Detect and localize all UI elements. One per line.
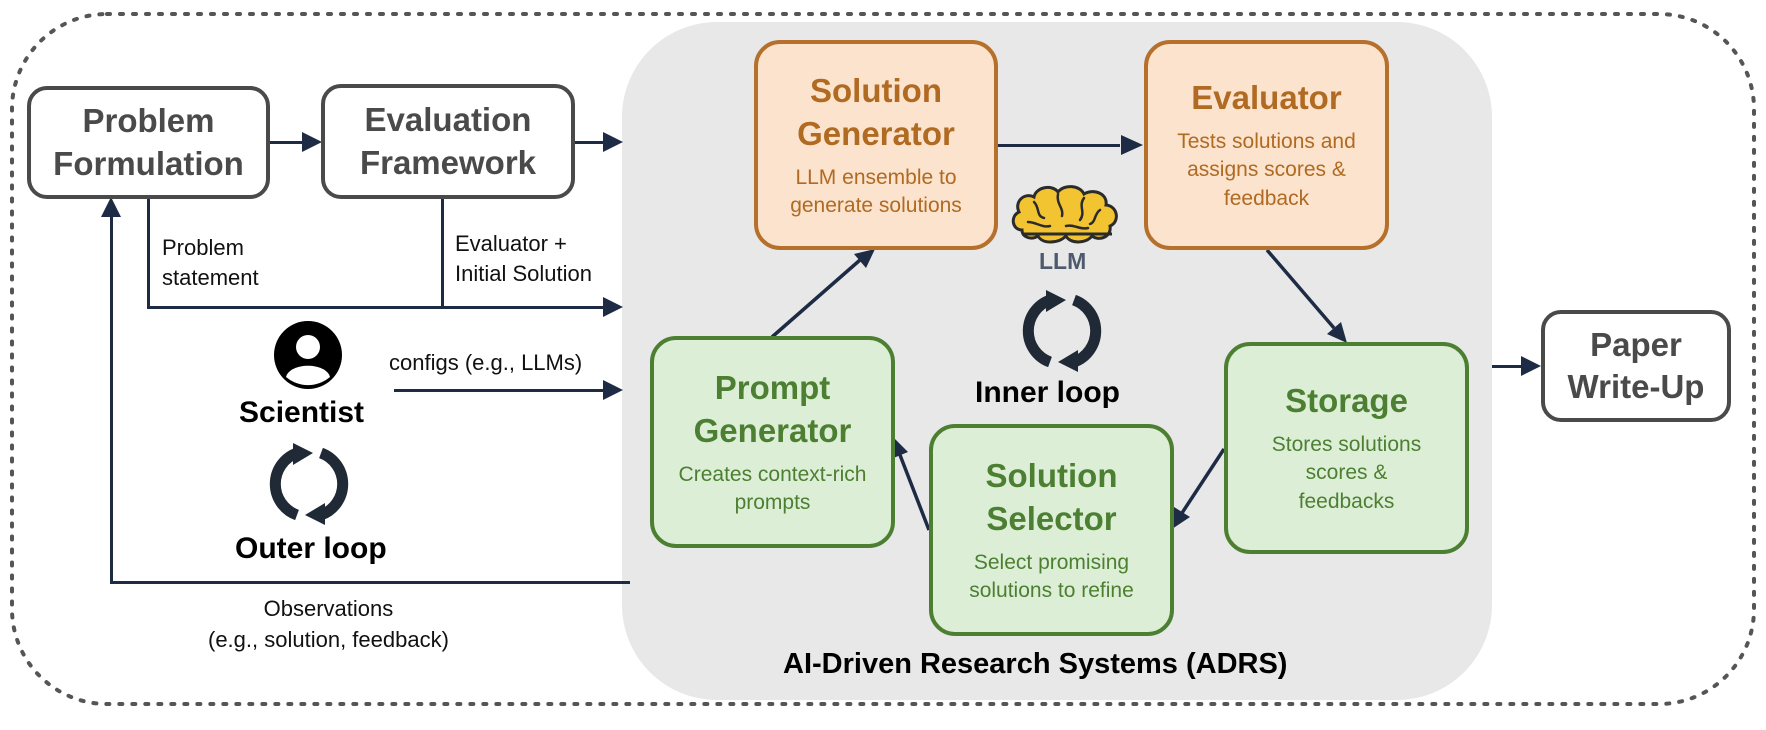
arrow-configs xyxy=(394,389,612,392)
outer-dotted-frame xyxy=(10,12,1756,706)
arrowhead-problem-to-eval xyxy=(302,132,322,152)
arrow-evaluator-to-storage xyxy=(1265,248,1336,330)
arrowhead-solgen-to-evaluator xyxy=(1121,135,1143,155)
observations-label: Observations (e.g., solution, feedback) xyxy=(208,596,449,652)
solution-selector-title: Solution Selector xyxy=(985,456,1118,537)
arrow-observations-up xyxy=(110,210,113,584)
arrow-solgen-to-evaluator xyxy=(998,144,1120,147)
storage-title: Storage xyxy=(1285,382,1408,420)
arrow-selector-to-prompt xyxy=(898,454,931,531)
solution-selector-desc: Select promising solutions to refine xyxy=(969,550,1134,602)
solution-generator-desc: LLM ensemble to generate solutions xyxy=(790,165,962,217)
evaluator-box: Evaluator Tests solutions and assigns sc… xyxy=(1144,40,1389,250)
line-inputs-to-adrs xyxy=(147,306,612,309)
arrowhead-adrs-to-paper xyxy=(1521,356,1541,376)
arrowhead-evaluator-to-storage xyxy=(1327,322,1347,343)
storage-box: Storage Stores solutions scores & feedba… xyxy=(1224,342,1469,554)
arrowhead-inputs-to-adrs xyxy=(603,297,623,317)
brain-icon xyxy=(1011,185,1118,244)
paper-writeup-box: Paper Write-Up xyxy=(1541,310,1731,422)
storage-desc: Stores solutions scores & feedbacks xyxy=(1271,432,1422,513)
arrowhead-storage-to-selector xyxy=(1172,507,1190,529)
arrowhead-eval-to-adrs xyxy=(603,132,623,152)
evaluator-initial-label: Evaluator + Initial Solution xyxy=(455,231,592,286)
arrow-storage-to-selector xyxy=(1180,448,1226,514)
arrowhead-configs xyxy=(603,380,623,400)
prompt-generator-desc: Creates context-rich prompts xyxy=(678,462,867,514)
adrs-title: AI-Driven Research Systems (ADRS) xyxy=(783,648,1288,680)
problem-formulation-title: Problem Formulation xyxy=(53,102,244,182)
solution-generator-box: Solution Generator LLM ensemble to gener… xyxy=(754,40,998,250)
evaluation-framework-box: Evaluation Framework xyxy=(321,84,575,199)
scientist-label: Scientist xyxy=(239,396,365,429)
arrow-problem-to-eval xyxy=(270,141,310,144)
inner-loop-label: Inner loop xyxy=(975,376,1120,409)
llm-label: LLM xyxy=(1039,248,1087,274)
evaluation-framework-title: Evaluation Framework xyxy=(359,101,537,181)
evaluator-title: Evaluator xyxy=(1191,79,1342,117)
arrow-adrs-to-paper xyxy=(1492,365,1528,368)
paper-writeup-title: Paper Write-Up xyxy=(1567,325,1705,405)
line-observations xyxy=(110,581,630,584)
arrowhead-prompt-to-solgen xyxy=(854,249,875,268)
line-evaluator-initial xyxy=(441,198,444,309)
arrowhead-observations-up xyxy=(101,197,121,217)
inner-cycle-icon xyxy=(1022,290,1102,372)
arrow-eval-to-adrs xyxy=(575,141,610,144)
line-problem-statement xyxy=(147,198,150,309)
problem-statement-label: Problem statement xyxy=(162,235,259,290)
problem-formulation-box: Problem Formulation xyxy=(27,86,270,199)
evaluator-desc: Tests solutions and assigns scores & fee… xyxy=(1177,129,1356,210)
arrowhead-selector-to-prompt xyxy=(891,437,908,459)
outer-loop-label: Outer loop xyxy=(235,532,387,565)
arrow-prompt-to-solgen xyxy=(770,258,862,339)
prompt-generator-title: Prompt Generator xyxy=(693,368,852,449)
prompt-generator-box: Prompt Generator Creates context-rich pr… xyxy=(650,336,895,548)
person-icon xyxy=(274,321,342,389)
solution-generator-title: Solution Generator xyxy=(797,71,955,152)
outer-cycle-icon xyxy=(269,443,349,525)
configs-label: configs (e.g., LLMs) xyxy=(389,350,583,375)
solution-selector-box: Solution Selector Select promising solut… xyxy=(929,424,1174,636)
